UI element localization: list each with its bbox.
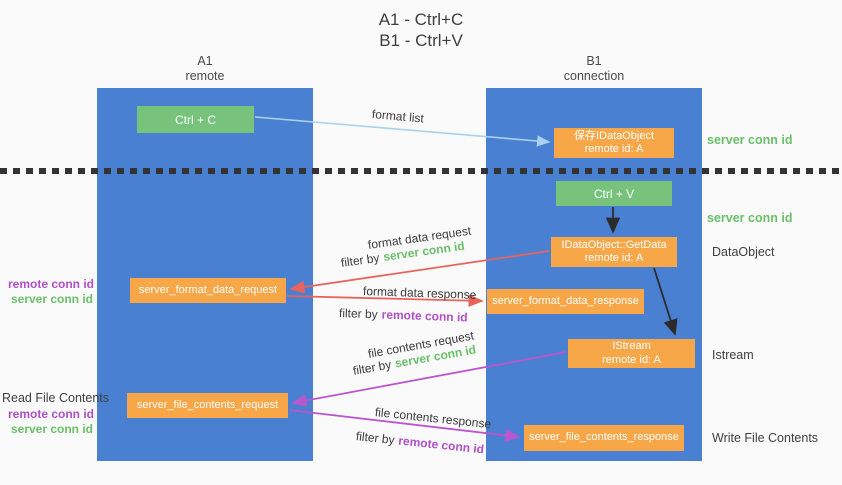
arrow-getdata-to-istream	[653, 267, 678, 336]
node-idataobject-getdata-line1: IDataObject::GetData	[561, 238, 667, 251]
node-save-idataobject-line2: remote id: A	[584, 143, 644, 155]
title-line-1: A1 - Ctrl+C	[378, 10, 464, 29]
arrow-format-data-request	[289, 250, 550, 294]
filter-key-remote-conn-id: remote conn id	[381, 307, 468, 325]
left-conn-pair-bottom: remote conn id server conn id	[8, 407, 95, 437]
node-save-idataobject-line1: 保存IDataObject	[573, 129, 655, 142]
label-server-conn-id-mid: server conn id	[707, 211, 793, 225]
column-a-name: A1	[197, 54, 213, 68]
node-server-file-contents-request-label: server_file_contents_request	[136, 398, 279, 411]
label-server-conn-id-left-bottom: server conn id	[10, 422, 93, 436]
column-a-subtitle: remote	[185, 68, 225, 83]
column-b-header: B1 connection	[486, 54, 702, 83]
node-server-file-contents-response: server_file_contents_response	[524, 425, 684, 451]
node-server-file-contents-request: server_file_contents_request	[127, 393, 288, 418]
left-conn-pair-top: remote conn id server conn id	[8, 277, 95, 307]
label-read-file-contents: Read File Contents	[2, 391, 110, 405]
node-istream-line1: IStream	[612, 340, 651, 352]
arrow-file-contents-request	[291, 351, 567, 407]
node-server-file-contents-response-label: server_file_contents_response	[529, 431, 679, 444]
arrow-file-contents-response	[288, 409, 521, 442]
node-ctrl-c: Ctrl + C	[137, 106, 254, 133]
node-ctrl-v: Ctrl + V	[556, 181, 672, 206]
diagram-title: A1 - Ctrl+C B1 - Ctrl+V	[0, 9, 842, 51]
node-server-format-data-request-label: server_format_data_request	[138, 283, 278, 296]
node-ctrl-v-label: Ctrl + V	[593, 186, 635, 201]
label-server-conn-id-left-top: server conn id	[10, 292, 93, 306]
node-save-idataobject: 保存IDataObject remote id: A	[554, 128, 674, 158]
node-istream: IStream remote id: A	[568, 339, 695, 368]
node-server-format-data-response-label: server_format_data_response	[492, 294, 639, 307]
label-server-conn-id-top: server conn id	[707, 133, 793, 147]
label-istream: Istream	[712, 348, 754, 362]
label-dataobject: DataObject	[712, 245, 775, 259]
node-server-format-data-response: server_format_data_response	[487, 289, 644, 314]
column-a-header: A1 remote	[97, 54, 313, 83]
arrow-format-data-response	[286, 294, 484, 307]
column-b-name: B1	[586, 54, 602, 68]
node-istream-line2: remote id: A	[602, 353, 661, 366]
filter-prefix: filter by	[338, 306, 378, 322]
node-idataobject-getdata: IDataObject::GetData remote id: A	[551, 237, 677, 267]
node-ctrl-c-label: Ctrl + C	[174, 112, 216, 127]
node-idataobject-getdata-line2: remote id: A	[584, 252, 644, 264]
node-server-format-data-request: server_format_data_request	[130, 278, 286, 303]
column-b-subtitle: connection	[563, 68, 625, 83]
section-divider	[0, 168, 842, 174]
title-line-2: B1 - Ctrl+V	[379, 31, 463, 50]
label-remote-conn-id-top: remote conn id	[8, 277, 95, 291]
label-remote-conn-id-bottom: remote conn id	[8, 407, 95, 421]
arrow-format-list	[254, 116, 551, 147]
label-write-file-contents: Write File Contents	[712, 431, 819, 445]
